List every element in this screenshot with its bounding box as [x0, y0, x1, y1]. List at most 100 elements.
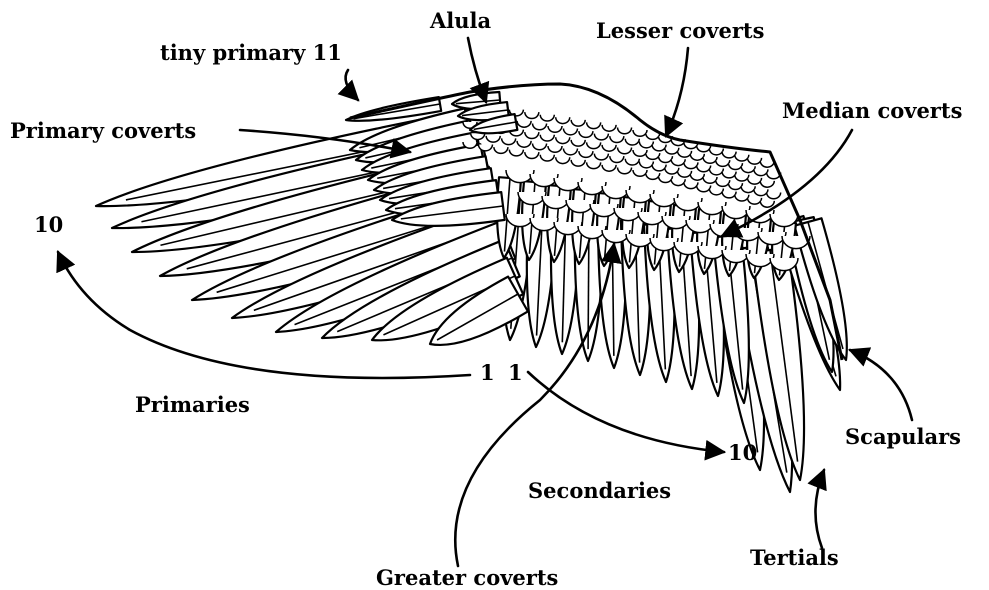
lesser-covert: [741, 166, 755, 172]
greater-coverts-label: Greater coverts: [376, 567, 558, 588]
lesser-covert: [767, 192, 781, 198]
lesser-covert: [625, 139, 639, 145]
lesser-covert: [735, 175, 749, 181]
lesser-covert: [494, 147, 508, 153]
lesser-covert: [684, 182, 698, 188]
lesser-covert: [639, 142, 653, 148]
lesser-covert: [754, 169, 768, 175]
lesser-covert: [748, 158, 762, 164]
lesser-covert: [571, 140, 585, 146]
lesser-covert: [652, 165, 666, 171]
lesser-coverts-label: Lesser coverts: [596, 20, 764, 41]
scapulars-label: Scapulars: [845, 426, 961, 447]
alula-label: Alula: [430, 10, 491, 31]
lesser-covert: [741, 186, 755, 192]
lesser-covert: [748, 198, 762, 204]
lesser-covert: [639, 162, 653, 168]
secondary-number-1: 1: [480, 362, 495, 383]
lesser-covert: [760, 181, 774, 187]
lesser-covert: [735, 195, 749, 201]
lesser-covert: [525, 112, 539, 118]
lesser-covert: [658, 156, 672, 162]
lesser-covert: [602, 165, 616, 171]
lesser-covert: [486, 136, 500, 142]
lesser-covert: [697, 145, 711, 151]
lesser-covert: [563, 129, 577, 135]
lesser-covert: [533, 143, 547, 149]
lesser-covert: [652, 145, 666, 151]
lesser-covert: [540, 135, 554, 141]
lesser-covert: [703, 177, 717, 183]
lesser-covert: [517, 121, 531, 127]
primaries-label: Primaries: [135, 394, 250, 415]
primary-number-10: 10: [34, 214, 63, 235]
tertials-arrow: [815, 470, 824, 548]
lesser-covert: [594, 134, 608, 140]
lesser-covert: [540, 115, 554, 121]
primary-coverts-label: Primary coverts: [10, 120, 196, 141]
lesser-covert: [618, 167, 632, 173]
tiny-primary-label: tiny primary 11: [160, 42, 342, 63]
lesser-covert: [728, 183, 742, 189]
lesser-covert: [525, 152, 539, 158]
lesser-covert: [709, 189, 723, 195]
lesser-covert: [716, 180, 730, 186]
lesser-covert: [618, 127, 632, 133]
lesser-covert: [697, 165, 711, 171]
lesser-covert: [579, 151, 593, 157]
lesser-covert: [722, 152, 736, 158]
lesser-covert: [602, 125, 616, 131]
lesser-covert: [556, 137, 570, 143]
lesser-covert: [671, 179, 685, 185]
primary-number-1: 1: [508, 362, 523, 383]
lesser-covert: [722, 172, 736, 178]
lesser-covert: [728, 163, 742, 169]
median-coverts-label: Median coverts: [782, 100, 962, 121]
lesser-covert: [646, 153, 660, 159]
lesser-covert: [525, 132, 539, 138]
lesser-covert: [665, 148, 679, 154]
lesser-covert: [709, 169, 723, 175]
lesser-covert: [658, 176, 672, 182]
lesser-covert: [540, 155, 554, 161]
lesser-covert: [594, 154, 608, 160]
tertials-label: Tertials: [750, 547, 839, 568]
lesser-covert: [633, 150, 647, 156]
tiny-primary-arrow: [346, 70, 358, 100]
secondaries-label: Secondaries: [528, 480, 671, 501]
lesser-covert: [735, 155, 749, 161]
lesser-covert: [646, 133, 660, 139]
lesser-covert: [571, 160, 585, 166]
lesser-covert: [502, 138, 516, 144]
lesser-covert: [471, 133, 485, 139]
lesser-covert: [533, 123, 547, 129]
lesser-covert: [633, 130, 647, 136]
lesser-covert: [633, 170, 647, 176]
lesser-covert: [716, 160, 730, 166]
lesser-covert: [625, 159, 639, 165]
lesser-covert: [760, 201, 774, 207]
lesser-covert: [556, 157, 570, 163]
lesser-covert: [587, 122, 601, 128]
lesser-coverts-arrow: [666, 48, 688, 136]
lesser-covert: [517, 141, 531, 147]
scapulars-arrow: [850, 350, 912, 420]
lesser-covert: [665, 168, 679, 174]
lesser-covert: [548, 146, 562, 152]
lesser-covert: [610, 136, 624, 142]
secondaries-arrow: [528, 372, 724, 452]
lesser-covert: [671, 159, 685, 165]
lesser-covert: [478, 145, 492, 151]
lesser-covert: [690, 154, 704, 160]
lesser-covert: [579, 131, 593, 137]
lesser-covert: [563, 149, 577, 155]
lesser-covert: [646, 173, 660, 179]
lesser-covert: [463, 142, 477, 148]
lesser-covert: [722, 192, 736, 198]
lesser-covert: [760, 161, 774, 167]
lesser-covert: [748, 178, 762, 184]
lesser-covert: [684, 162, 698, 168]
lesser-covert: [690, 174, 704, 180]
